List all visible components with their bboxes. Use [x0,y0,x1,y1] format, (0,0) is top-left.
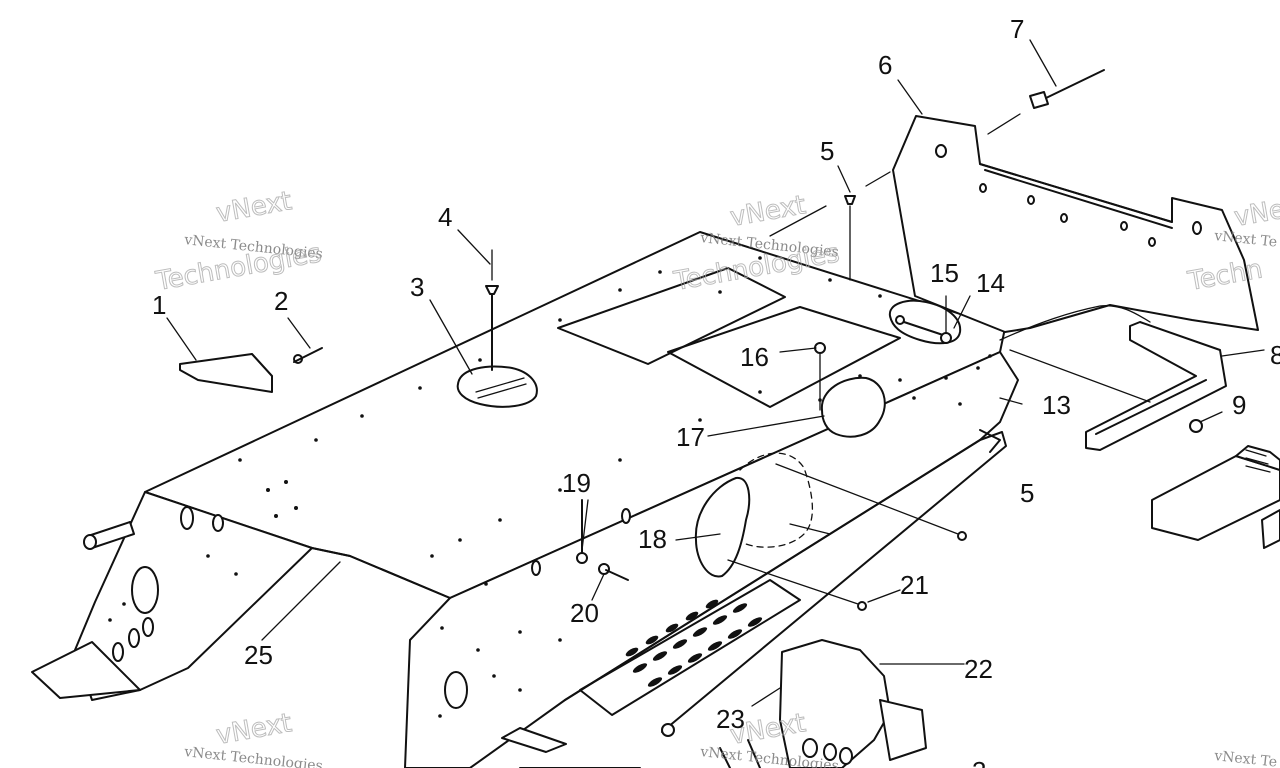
callout-23: 23 [716,704,745,734]
callout-1: 1 [152,290,166,320]
callout-2: 2 [274,286,288,316]
part-1-bracket [179,353,273,393]
part-4-rivet [485,249,499,371]
watermark-word-3: vNext [728,190,808,233]
watermark-word-1: vNext [214,186,294,229]
tunnel-rear-end [74,491,313,701]
tunnel-body [31,231,1019,768]
callout-22: 22 [964,654,993,684]
part-17-plate [820,376,886,438]
callout-25: 25 [244,640,273,670]
leader-lines [166,39,1265,707]
callout-15: 15 [930,258,959,288]
callout-17: 17 [676,422,705,452]
side-block [1151,445,1280,549]
part-2-bolt [293,347,323,364]
callout-16: 16 [740,342,769,372]
part-21-rivet [727,559,867,611]
part-9-nut [1189,411,1223,433]
callout-8: 8 [1270,340,1280,370]
deck-panel-left [557,267,786,365]
watermark-word-6: vNex [1232,192,1280,233]
part-8-rail [1085,321,1227,451]
watermark-small-6: vNext Te [1213,748,1278,768]
part-3-plate [456,365,538,408]
deck-panel-right [667,306,901,408]
callout-7: 7 [1010,14,1024,44]
tunnel-foot-flap [31,641,141,699]
part-5-rivet [844,195,856,281]
callout-labels: 1 2 3 4 5 6 7 8 9 13 14 15 16 17 18 19 2… [152,14,1280,768]
watermark-word-7: vNext [214,708,294,751]
watermark-group-1: vNext vNext Technologies Technologies [153,186,325,298]
callout-21: 21 [900,570,929,600]
callout-3: 3 [410,272,424,302]
callout-3-lower: 3 [972,756,986,768]
callout-5-lower: 5 [1020,478,1034,508]
rivet-dots [108,256,992,718]
callout-4: 4 [438,202,452,232]
callout-6: 6 [878,50,892,80]
part-13-cover [999,305,1151,403]
callout-20: 20 [570,598,599,628]
part-18-plate [694,476,751,578]
part-15-plate [888,299,962,345]
part-6-plate [892,115,1259,333]
part-22-bracket [779,639,891,768]
callout-18: 18 [638,524,667,554]
watermark-small-3: vNext Te [1213,228,1278,251]
part-7-bolt [1029,69,1105,109]
part-19-nut [576,499,588,564]
callout-5-upper: 5 [820,136,834,166]
lower-slide-rail [501,727,761,768]
vent-slots [625,599,763,687]
callout-13: 13 [1042,390,1071,420]
callout-14: 14 [976,268,1005,298]
watermark-small-4: vNext Technologies [183,744,324,768]
part-5-rivet-lower [775,463,967,541]
callout-9: 9 [1232,390,1246,420]
callout-19: 19 [562,468,591,498]
